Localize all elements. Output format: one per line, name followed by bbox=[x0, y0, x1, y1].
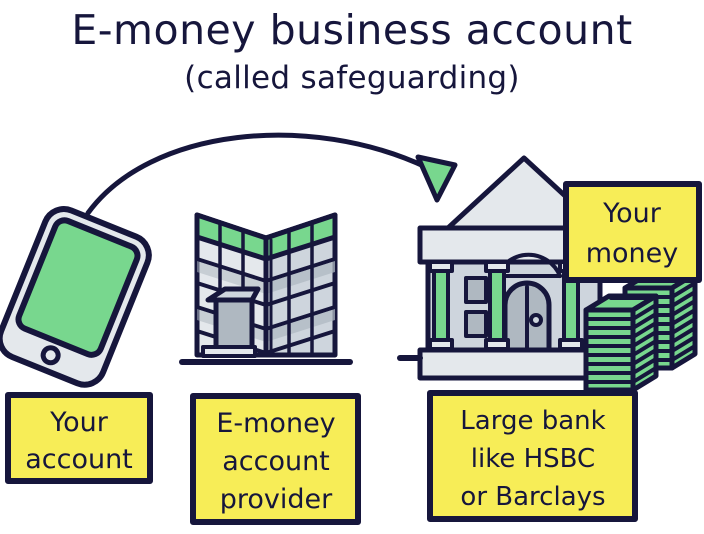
label-emoney-provider-line-3: provider bbox=[220, 484, 333, 515]
label-your-account-line-1: Your bbox=[49, 407, 109, 438]
label-large-bank-line-2: like HSBC bbox=[471, 444, 595, 474]
diagram-title: E-money business account (called safegua… bbox=[71, 6, 632, 96]
label-emoney-provider-line-1: E-money bbox=[216, 408, 335, 439]
title-line-2: (called safeguarding) bbox=[184, 60, 520, 96]
label-your-account: Your account bbox=[5, 392, 153, 484]
title-line-1: E-money business account bbox=[71, 6, 632, 54]
label-your-money: Your money bbox=[563, 181, 702, 283]
office-building-icon bbox=[179, 212, 353, 365]
label-large-bank-line-3: or Barclays bbox=[460, 482, 605, 512]
label-your-money-line-1: Your bbox=[602, 198, 662, 229]
curved-arrow-icon bbox=[85, 132, 458, 216]
label-your-money-line-2: money bbox=[586, 238, 679, 269]
label-emoney-provider-line-2: account bbox=[222, 446, 330, 477]
smartphone-icon bbox=[0, 206, 152, 388]
label-large-bank: Large bank like HSBC or Barclays bbox=[427, 390, 638, 522]
label-large-bank-line-1: Large bank bbox=[460, 406, 605, 436]
label-emoney-provider: E-money account provider bbox=[190, 393, 361, 525]
label-your-account-line-2: account bbox=[25, 444, 133, 475]
